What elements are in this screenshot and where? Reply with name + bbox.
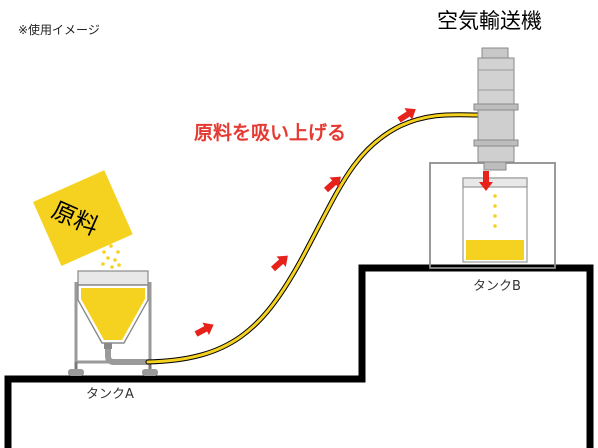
raw-material-bag-icon — [33, 170, 133, 266]
transport-hose — [146, 113, 480, 364]
granules-falling-b — [493, 194, 497, 228]
tank-b-label: タンクB — [473, 279, 521, 294]
tank-b — [462, 177, 528, 263]
pneumatic-conveyor-icon — [473, 47, 519, 191]
usage-note: ※使用イメージ — [18, 23, 100, 37]
flow-label: 原料を吸い上げる — [194, 122, 347, 144]
tank-a-label: タンクA — [86, 387, 134, 402]
tank-a-material — [81, 288, 145, 340]
granules-falling-a — [101, 244, 121, 269]
tank-a-wheel-right — [142, 369, 158, 376]
tank-b-material — [466, 240, 524, 260]
conveyor-label: 空気輸送機 — [437, 9, 542, 33]
tank-a — [68, 270, 158, 376]
floor-outline — [4, 264, 594, 448]
flow-arrow-icon — [268, 250, 293, 275]
flow-arrow-icon — [192, 318, 217, 341]
tank-a-wheel-left — [68, 369, 84, 376]
